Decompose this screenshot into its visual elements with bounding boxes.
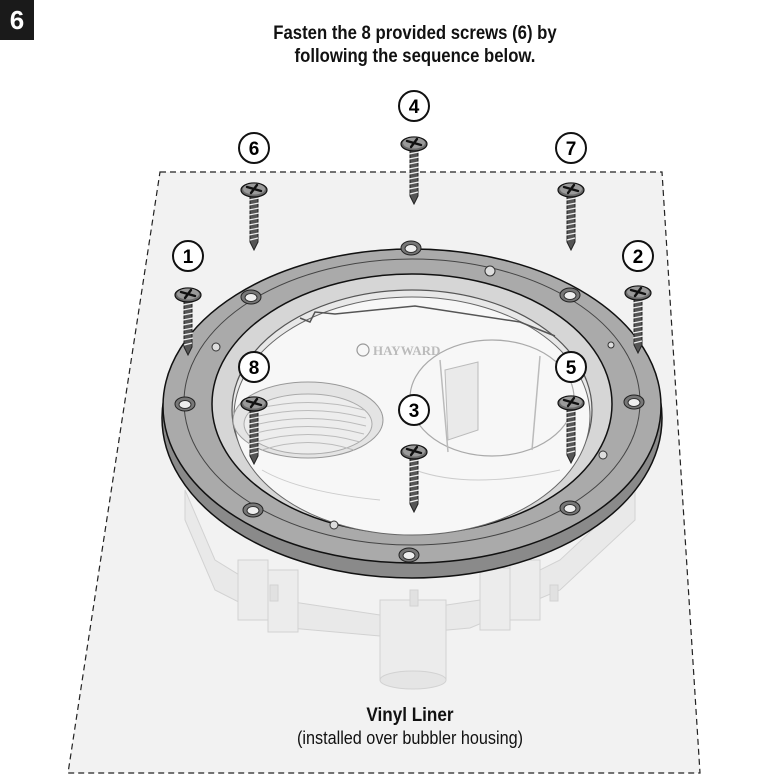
step-number-badge: 6 — [0, 0, 34, 40]
liner-title: Vinyl Liner — [366, 705, 454, 726]
instruction-text: Fasten the 8 provided screws (6) by foll… — [217, 22, 613, 68]
vinyl-liner-label: Vinyl Liner (installed over bubbler hous… — [230, 705, 590, 749]
callout-1: 1 — [172, 240, 204, 272]
callout-3: 3 — [398, 394, 430, 426]
callout-5-label: 5 — [566, 358, 577, 379]
callout-5: 5 — [555, 351, 587, 383]
instruction-line-2: following the sequence below. — [294, 46, 536, 67]
callout-8: 8 — [238, 351, 270, 383]
callout-7: 7 — [555, 132, 587, 164]
liner-subtitle: (installed over bubbler housing) — [296, 728, 524, 748]
hayward-logo-text: HAYWARD — [373, 343, 440, 358]
callout-4-label: 4 — [409, 97, 420, 118]
callout-6: 6 — [238, 132, 270, 164]
callout-7-label: 7 — [566, 139, 577, 160]
ring-screw-holes — [174, 240, 645, 563]
callout-6-label: 6 — [249, 139, 260, 160]
instruction-line-1: Fasten the 8 provided screws (6) by — [273, 23, 557, 44]
housing-interior — [232, 339, 575, 501]
callout-3-label: 3 — [409, 401, 420, 422]
bubbler-housing — [184, 488, 636, 690]
callout-2: 2 — [622, 240, 654, 272]
sequence-callouts: 1 2 3 4 5 6 7 8 — [172, 90, 654, 426]
hayward-logo: HAYWARD — [356, 343, 440, 358]
callout-2-label: 2 — [633, 247, 644, 268]
callout-1-label: 1 — [183, 247, 194, 268]
step-number: 6 — [9, 4, 25, 35]
callout-4: 4 — [398, 90, 430, 122]
callout-8-label: 8 — [249, 358, 260, 379]
